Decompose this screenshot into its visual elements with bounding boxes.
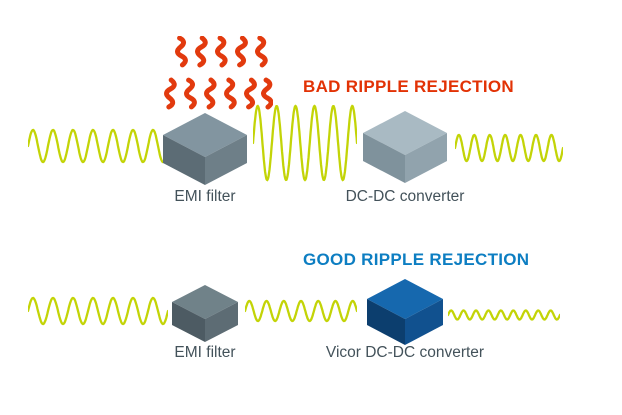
bad-dcdc-converter-label: DC-DC converter <box>345 188 465 205</box>
bad-emi-filter-cube <box>163 113 247 185</box>
good-filtered-wave <box>245 299 357 323</box>
good-input-wave <box>28 296 168 326</box>
good-vicor-converter-label: Vicor DC-DC converter <box>325 344 485 361</box>
bad-emi-filter-label: EMI filter <box>174 188 236 205</box>
good-output-wave <box>448 309 560 321</box>
good-ripple-section: GOOD RIPPLE REJECTION EMI filter Vicor D… <box>0 210 622 415</box>
bad-input-wave <box>28 128 168 164</box>
heat-icon <box>164 36 273 110</box>
bad-output-wave <box>455 133 563 163</box>
bad-dcdc-converter-cube <box>363 111 447 183</box>
bad-ripple-wave <box>253 104 357 182</box>
good-emi-filter-cube <box>172 285 238 342</box>
bad-ripple-section: BAD RIPPLE REJECTION EMI filter DC-DC co… <box>28 36 563 205</box>
good-emi-filter-label: EMI filter <box>174 344 236 361</box>
good-ripple-title: GOOD RIPPLE REJECTION <box>303 250 530 269</box>
bad-ripple-title: BAD RIPPLE REJECTION <box>303 77 514 96</box>
good-vicor-converter-cube <box>367 279 443 345</box>
